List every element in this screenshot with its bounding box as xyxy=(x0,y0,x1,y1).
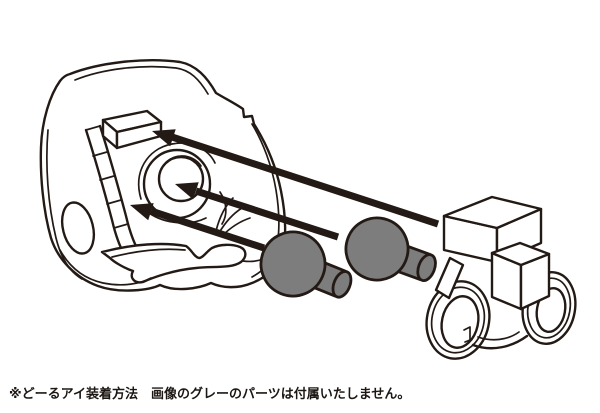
eye-stem-cap xyxy=(331,270,353,299)
arrow-eye-to-socket xyxy=(175,182,340,241)
doll-head-illustration xyxy=(39,59,287,292)
chin-neck-pieces xyxy=(59,242,278,286)
frame-small-box xyxy=(490,241,551,311)
frame-left-ring xyxy=(425,280,491,360)
eye-ball xyxy=(259,230,327,298)
frame-big-box xyxy=(442,195,543,264)
attachment-arrows xyxy=(130,129,440,252)
eye-stem-cap xyxy=(416,253,437,282)
caption-text: ※どーるアイ装着方法 画像のグレーのパーツは付属いたしません。 xyxy=(9,387,411,402)
head-inner-top-lip xyxy=(74,65,209,95)
gray-eye-part-left xyxy=(259,230,353,299)
chin-slab xyxy=(100,242,247,284)
head-inner-left-lip xyxy=(46,129,83,280)
gray-eye-part-right xyxy=(344,216,437,282)
eye-frame-part xyxy=(425,195,577,360)
frame-bridge xyxy=(471,334,529,350)
eye-ball xyxy=(344,216,410,282)
arrow-eye-to-lower-socket xyxy=(130,203,266,252)
head-mounting-block xyxy=(101,109,163,150)
arrow-frame-to-block xyxy=(152,129,440,228)
frame-strap xyxy=(434,256,465,300)
ear-opening xyxy=(60,201,96,255)
